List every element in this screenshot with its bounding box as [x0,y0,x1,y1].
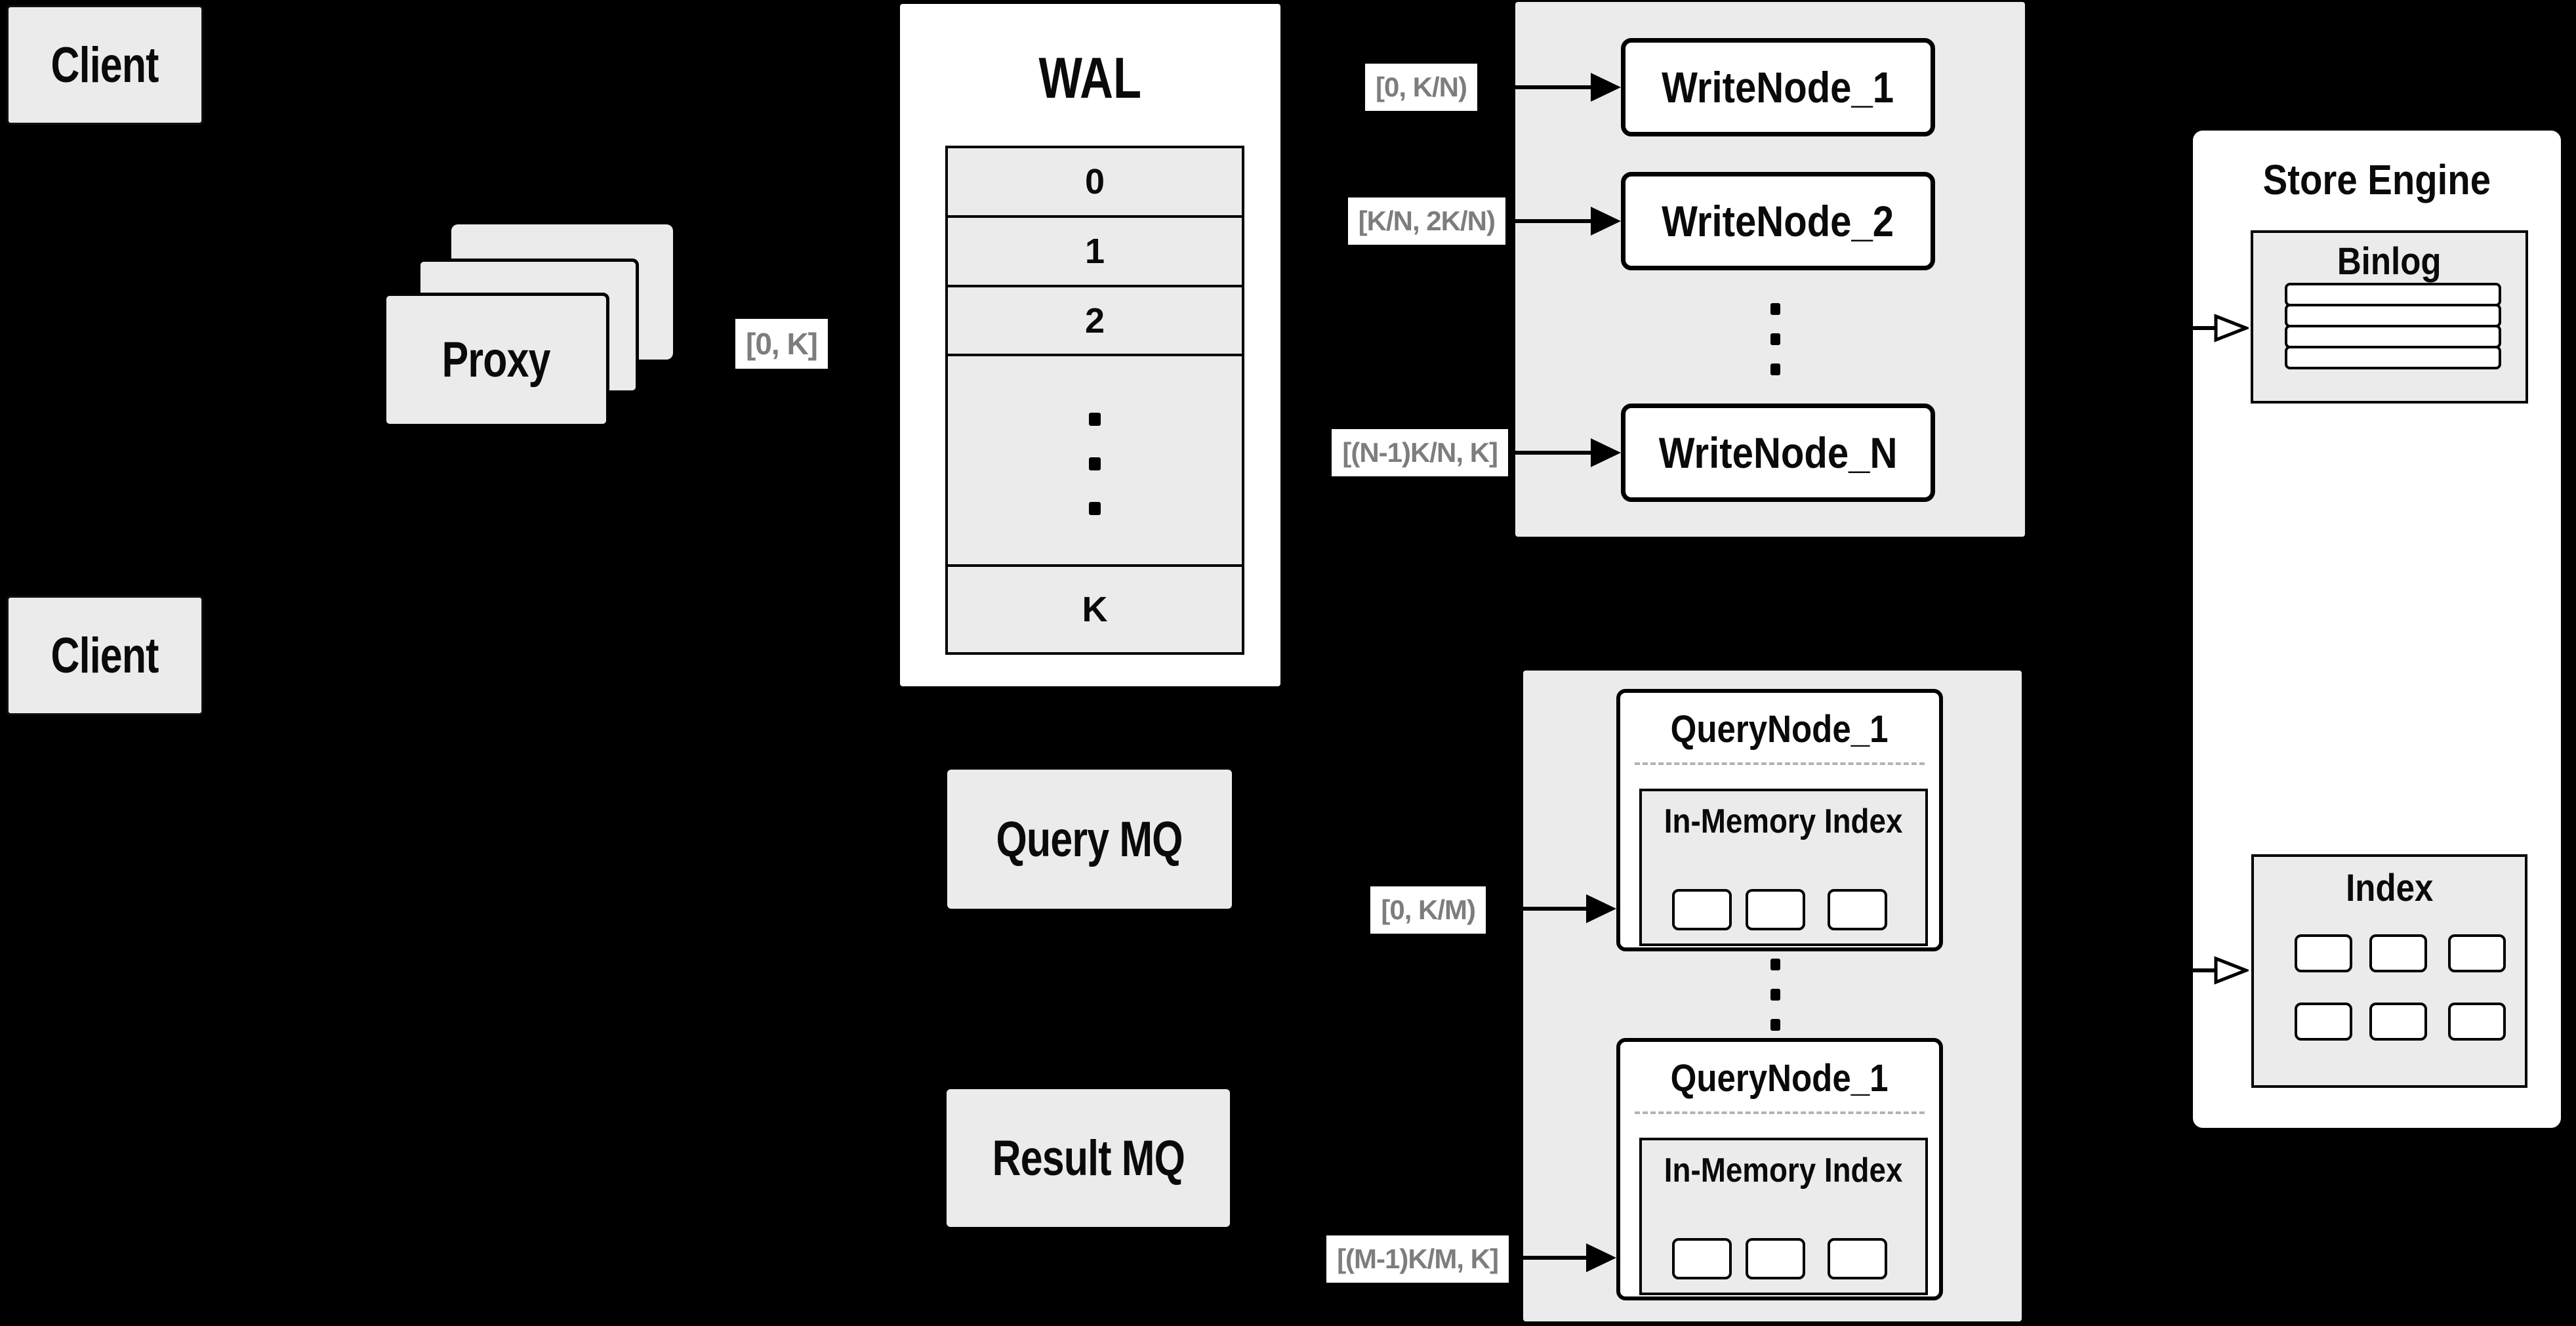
query-mq-label: Query MQ [996,811,1183,867]
client-top-label: Client [51,37,159,93]
wal-row-1: 1 [948,218,1242,287]
ellipsis-dot [1089,457,1101,471]
index-segment [2295,934,2352,972]
write-node-1-box: WriteNode_1 [1621,38,1935,136]
write-node-1-label: WriteNode_1 [1662,63,1894,112]
dashed-separator [1635,762,1925,765]
wal-panel: WAL 0 1 2 K [897,1,1283,689]
ellipsis-dot [1770,1019,1780,1031]
query-range-label-2: [(M-1)K/M, K] [1326,1235,1509,1283]
write-node-2-label: WriteNode_2 [1662,197,1894,245]
in-memory-index-title-2: In-Memory Index [1664,1151,1903,1190]
index-title: Index [2345,867,2434,909]
open-arrowhead-icon [2214,956,2249,985]
write-node-n-label: WriteNode_N [1658,428,1898,477]
query-node-2-title: QueryNode_1 [1671,1057,1889,1100]
query-node-1-box: QueryNode_1 In-Memory Index [1616,689,1943,951]
arrow-to-querynode-2 [1512,1243,1616,1272]
in-memory-index-title-1: In-Memory Index [1664,802,1903,840]
ellipsis-dot [1089,502,1101,516]
binlog-title: Binlog [2337,240,2442,283]
index-segment [2448,1003,2506,1041]
wal-ellipsis-row [948,356,1242,567]
binlog-segment [2285,325,2501,348]
query-range-label-1: [0, K/M) [1370,886,1486,934]
index-segment [2369,1003,2427,1041]
proxy-label: Proxy [441,332,551,388]
ellipsis-dot [1770,989,1780,1001]
binlog-segment [2285,283,2501,306]
index-segment [2369,934,2427,972]
in-memory-index-box-1: In-Memory Index [1639,789,1928,946]
in-memory-index-box-2: In-Memory Index [1639,1138,1928,1295]
index-segment [1828,1238,1887,1279]
write-range-label-2: [K/N, 2K/N) [1347,197,1505,245]
arrow-to-binlog [2190,314,2249,342]
ellipsis-dot [1770,333,1780,345]
ellipsis-dot [1770,959,1780,970]
binlog-segment [2285,346,2501,369]
write-range-label-3: [(N-1)K/N, K] [1332,429,1508,476]
index-segment [1672,889,1732,930]
query-node-1-title: QueryNode_1 [1671,708,1889,751]
result-mq-label: Result MQ [992,1130,1185,1186]
arrow-to-writenode-2 [1507,207,1621,236]
store-engine-title: Store Engine [2262,156,2491,203]
wal-row-2: 2 [948,287,1242,357]
index-box: Index [2251,854,2527,1088]
arrow-to-querynode-1 [1488,894,1616,923]
write-node-n-box: WriteNode_N [1621,404,1935,502]
binlog-slats [2285,283,2501,369]
index-segment [2448,934,2506,972]
proxy-range-label: [0, K] [735,319,828,369]
wal-table: 0 1 2 K [945,146,1244,655]
dashed-separator [1635,1111,1925,1114]
proxy-card-front: Proxy [383,293,609,427]
ellipsis-dot [1089,413,1101,426]
wal-row-0: 0 [948,148,1242,218]
binlog-box: Binlog [2251,230,2528,404]
index-segment [1672,1238,1732,1279]
store-engine-panel: Store Engine Binlog Index [2190,127,2564,1131]
query-mq-box: Query MQ [947,770,1232,909]
ellipsis-dot [1770,363,1780,375]
client-box-bottom: Client [7,596,203,715]
client-bottom-label: Client [51,627,159,684]
open-arrowhead-icon [2214,314,2249,342]
arrow-to-index [2190,956,2249,985]
wal-title: WAL [1038,45,1142,110]
query-node-2-box: QueryNode_1 In-Memory Index [1616,1038,1943,1300]
write-node-2-box: WriteNode_2 [1621,172,1935,270]
client-box-top: Client [7,5,203,125]
arrow-to-writenode-1 [1479,73,1621,102]
index-segment [2295,1003,2352,1041]
ellipsis-dot [1770,303,1780,315]
arrow-to-writenode-n [1510,438,1621,467]
wal-row-k: K [1082,589,1108,629]
binlog-segment [2285,304,2501,327]
result-mq-box: Result MQ [947,1089,1230,1227]
index-segment [1746,889,1805,930]
index-segment [1828,889,1887,930]
index-segment [1746,1238,1805,1279]
write-range-label-1: [0, K/N) [1365,64,1477,111]
